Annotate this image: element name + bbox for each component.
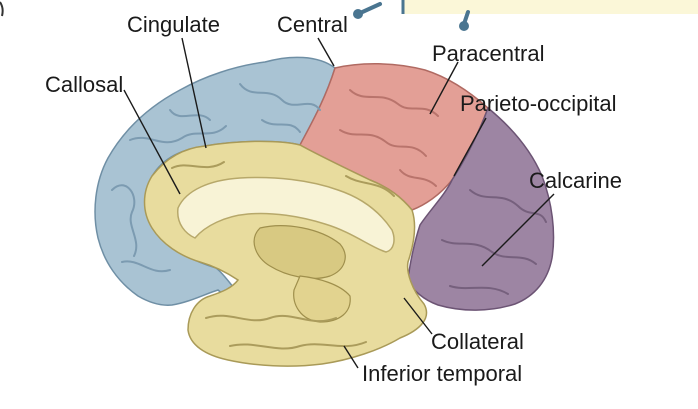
occipital-gyri (441, 189, 547, 295)
calcarine-label: Calcarine (529, 168, 622, 193)
inferior-temporal-leader (343, 345, 359, 369)
thalamus (253, 225, 346, 279)
cingulate-label: Cingulate (127, 12, 220, 37)
parieto-occipital-leader (453, 117, 487, 177)
inferior-temporal-label: Inferior temporal (362, 361, 522, 386)
parieto-occipital-label: Parieto-occipital (460, 91, 617, 116)
calcarine-leader (481, 193, 555, 267)
central-leader (317, 37, 335, 67)
brainstem (293, 275, 351, 323)
cingulate-leader (181, 37, 207, 149)
collateral-label: Collateral (431, 329, 524, 354)
corner-mark (0, 1, 4, 17)
parietal-gyri (339, 89, 439, 187)
callosal-label: Callosal (45, 72, 123, 97)
corpus-callosum (177, 176, 395, 253)
callout-connector-dot-right (459, 21, 469, 31)
paracentral-label: Paracentral (432, 41, 545, 66)
paracentral-leader (429, 61, 459, 115)
callosal-leader (123, 89, 181, 195)
frontal-gyri (111, 83, 321, 273)
central-label: Central (277, 12, 348, 37)
occipital-region (407, 106, 555, 311)
callout-connector-dot-left (353, 9, 363, 19)
temporal-gyri (171, 161, 395, 350)
collateral-leader (403, 297, 433, 335)
callout-box (403, 0, 698, 14)
